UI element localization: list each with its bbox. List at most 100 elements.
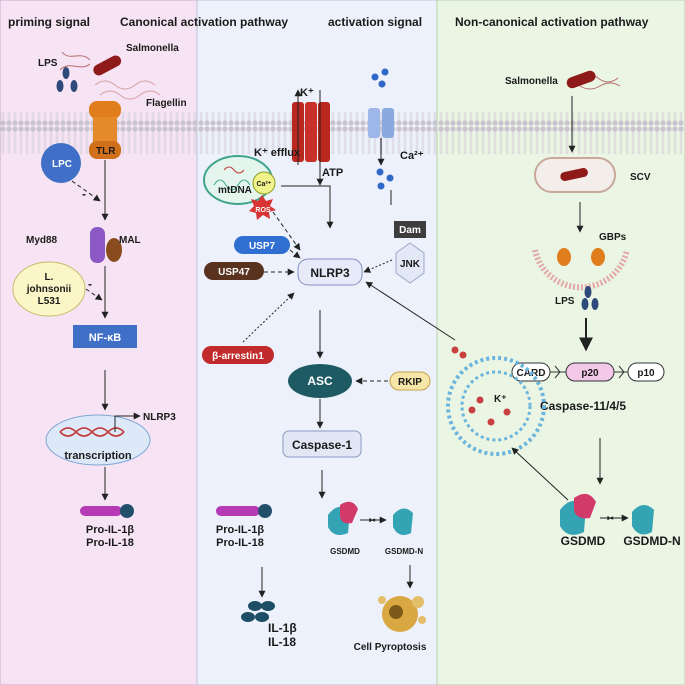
lps-noncanonical-2	[581, 298, 589, 310]
k-to-nlrp3-arrow	[365, 281, 456, 341]
lps-noncanonical-1	[584, 286, 592, 298]
pyroptosis-label: Cell Pyroptosis	[354, 642, 427, 653]
barrestin-node	[202, 346, 274, 364]
myd88-label: Myd88	[26, 235, 58, 246]
ros-burst	[249, 195, 276, 220]
pore-ring-inner	[460, 370, 532, 442]
gsdmd-to-pore-arrow	[511, 447, 569, 501]
p10-label: p10	[637, 368, 655, 379]
usp7-to-nlrp3-arrow	[289, 249, 301, 259]
gsdmd-n-molecule-canonical	[393, 508, 413, 535]
p20-label: p20	[581, 368, 599, 379]
dam-label: Dam	[399, 225, 421, 236]
canonical-panel	[196, 0, 438, 685]
gsdmd-label-canonical: GSDMD	[330, 547, 360, 556]
salmonella-label-noncanonical: Salmonella	[505, 76, 558, 87]
lpc-label: LPC	[52, 159, 72, 170]
myd88-shape	[90, 227, 105, 263]
il18-label: IL-18	[268, 635, 296, 649]
gbps-membrane	[532, 249, 630, 291]
pro-il-molecule-canonical	[216, 504, 272, 518]
k-top-label: K⁺	[300, 87, 314, 99]
scv-bacterium	[560, 168, 588, 181]
mito-ca-node	[252, 171, 276, 195]
ros-label: ROS	[255, 207, 271, 214]
lps-molecules	[56, 67, 78, 92]
lps-label: LPS	[38, 58, 58, 69]
k-efflux-label: K⁺ efflux	[254, 147, 301, 159]
ljohnsonii-line3: L531	[38, 296, 61, 307]
nlrp3-gene-label: NLRP3	[143, 412, 176, 423]
pro-il1b-label-canonical: Pro-IL-1β	[216, 524, 265, 536]
jnk-node	[395, 242, 425, 284]
nfkb-node	[73, 325, 137, 348]
scissors-icon: ✂	[369, 516, 376, 525]
atp-label: ATP	[322, 167, 343, 179]
minus-1: -	[82, 187, 86, 201]
header-canonical: Canonical activation pathway	[120, 15, 288, 29]
usp7-label: USP7	[249, 241, 276, 252]
usp47-label: USP47	[218, 267, 250, 278]
nlrp3-label: NLRP3	[310, 266, 350, 280]
pore-ring-outer	[446, 356, 546, 456]
lpc-inhibit-arrow	[71, 180, 101, 202]
gbp-1	[557, 248, 571, 266]
transcription-start-arrow	[114, 412, 141, 432]
ca-out-label: Ca²⁺	[400, 150, 424, 162]
usp47-node	[204, 262, 264, 280]
nucleus	[45, 414, 151, 466]
rkip-node	[389, 371, 431, 391]
k-channel	[292, 102, 330, 162]
ljohnsonii-inhibit-arrow	[85, 288, 103, 301]
ros-to-nlrp3-arrow	[272, 211, 301, 251]
flagellin-label: Flagellin	[146, 98, 187, 109]
transcription-label: transcription	[64, 450, 132, 462]
gbps-label: GBPs	[599, 232, 627, 243]
mtdna-icon	[223, 166, 245, 174]
il-molecules	[241, 601, 275, 622]
k-label-noncanonical: K⁺	[494, 394, 507, 405]
header-activation: activation signal	[328, 15, 422, 29]
ca-ions	[371, 68, 394, 190]
ljohnsonii-line2: johnsonii	[26, 284, 72, 295]
gsdmd-molecule-canonical	[328, 501, 358, 535]
jnk-to-nlrp3-arrow	[363, 259, 393, 273]
card-p20-link	[550, 365, 566, 379]
rkip-label: RKIP	[398, 377, 422, 388]
dna-icon	[59, 427, 125, 437]
salmonella-icon-noncanonical	[566, 70, 621, 90]
p20-p10-link	[614, 365, 628, 379]
nfkb-label: NF-κB	[89, 332, 121, 344]
salmonella-icon	[59, 51, 122, 76]
gsdmd-n-label-noncanonical: GSDMD-N	[623, 534, 680, 548]
k-ions-noncanonical	[451, 346, 511, 426]
mal-shape	[106, 238, 122, 262]
header-priming: priming signal	[8, 15, 90, 29]
pro-il-molecule	[80, 504, 134, 518]
gbp-2	[591, 248, 605, 266]
caspase1-label: Caspase-1	[292, 438, 352, 452]
gsdmd-n-molecule-noncanonical	[632, 504, 654, 535]
gsdmd-n-label-canonical: GSDMD-N	[385, 547, 423, 556]
pro-il18-label-canonical: Pro-IL-18	[216, 537, 264, 549]
usp7-node	[234, 236, 290, 254]
noncanonical-panel	[436, 0, 685, 685]
minus-2: -	[88, 277, 92, 291]
mal-label: MAL	[119, 235, 141, 246]
mtdna-label: mtDNA	[218, 185, 252, 196]
il1b-label: IL-1β	[268, 621, 297, 635]
pyroptosis-cell	[378, 596, 426, 632]
ca-channel	[368, 108, 394, 138]
scissors-icon-noncanonical: ✂	[607, 514, 614, 523]
nlrp3-node	[297, 258, 363, 286]
ljohnsonii-node	[12, 261, 86, 317]
pro-il18-label-priming: Pro-IL-18	[86, 537, 134, 549]
caspase1-node	[282, 430, 362, 458]
tlr-receptor	[89, 101, 121, 159]
asc-label: ASC	[307, 374, 333, 388]
salmonella-label: Salmonella	[126, 43, 179, 54]
pro-il1b-label-priming: Pro-IL-1β	[86, 524, 135, 536]
mito-cristae	[213, 179, 251, 191]
